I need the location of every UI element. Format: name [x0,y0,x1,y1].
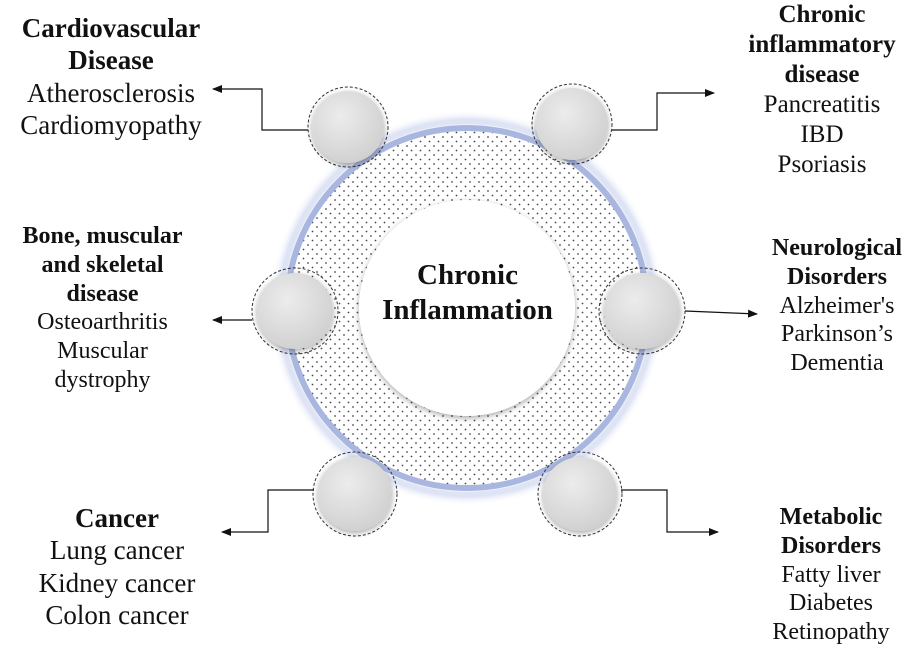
label-chronic-inflammatory-item-1: Pancreatitis [763,91,881,118]
label-cardio-item-1: Atherosclerosis [27,77,195,108]
label-bone: Bone, muscular and skeletal disease Oste… [0,222,205,395]
node-cancer [312,451,398,537]
node-bone [251,267,339,355]
label-neuro-title-2: Disorders [787,263,887,290]
arrow-chronic-inflammatory [612,89,715,131]
arrow-cardio [212,85,308,131]
label-neuro-item-1: Alzheimer's [779,292,895,319]
label-cancer-item-1: Lung cancer [49,535,185,566]
label-bone-title-2: and skeletal [41,251,164,278]
label-chronic-inflammatory-title-3: disease [784,61,860,88]
label-cardio-title-1: Cardiovascular [21,13,201,43]
label-cancer-title-1: Cancer [75,503,159,533]
label-bone-item-3: dystrophy [54,366,151,393]
label-cardio-item-2: Cardiomyopathy [20,110,202,141]
label-neuro-title-1: Neurological [771,235,903,261]
label-chronic-inflammatory-item-3: Psoriasis [777,151,867,178]
node-cardio [307,86,389,168]
label-cardio-title-2: Disease [68,45,154,76]
label-neuro-item-3: Dementia [790,350,884,377]
center-title-line1: Chronic [417,259,518,291]
center-circle [359,200,575,416]
center-title-line2: Inflammation [382,294,553,327]
node-chronic-inflammatory [531,83,613,165]
arrow-neuro [684,309,758,318]
node-metabolic [537,451,623,537]
label-bone-title-1: Bone, muscular [22,223,183,249]
label-cancer: Cancer Lung cancer Kidney cancer Colon c… [8,502,226,632]
label-metabolic-item-2: Diabetes [789,590,873,617]
label-metabolic-title-1: Metabolic [779,504,883,530]
label-bone-item-2: Muscular [57,338,148,365]
center-title: Chronic Inflammation [360,258,575,329]
label-cancer-item-2: Kidney cancer [38,567,196,598]
label-metabolic-title-2: Disorders [781,532,881,559]
label-cancer-item-3: Colon cancer [45,600,189,631]
label-metabolic-item-1: Fatty liver [781,561,881,588]
label-chronic-inflammatory: Chronic inflammatory disease Pancreatiti… [722,0,922,180]
label-cardio: Cardiovascular Disease Atherosclerosis C… [0,12,222,142]
label-chronic-inflammatory-title-2: inflammatory [748,31,896,58]
label-neuro-item-2: Parkinson’s [780,321,893,348]
label-neuro: Neurological Disorders Alzheimer's Parki… [752,234,922,378]
label-bone-title-3: disease [66,280,139,307]
label-chronic-inflammatory-title-1: Chronic [778,1,866,28]
label-metabolic-item-3: Retinopathy [772,619,890,646]
arrow-metabolic [621,489,719,536]
label-bone-item-1: Osteoarthritis [37,309,168,336]
label-chronic-inflammatory-item-2: IBD [800,121,844,148]
arrow-cancer [221,489,314,536]
label-metabolic: Metabolic Disorders Fatty liver Diabetes… [740,503,922,647]
